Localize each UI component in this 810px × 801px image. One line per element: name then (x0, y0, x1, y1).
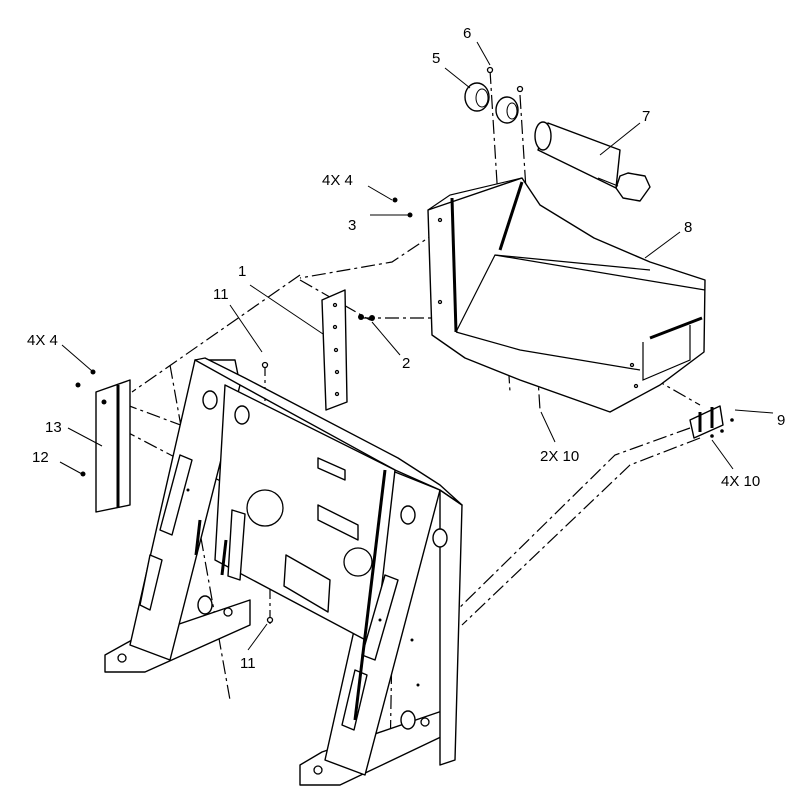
mounting-strip (321, 289, 348, 411)
callout-6: 6 (463, 25, 471, 42)
callout-1: 1 (238, 263, 246, 280)
callout-2: 2 (402, 355, 410, 372)
callout-7: 7 (642, 108, 650, 125)
callout-4-left: 4X 4 (27, 332, 58, 349)
callout-8: 8 (684, 219, 692, 236)
callout-5: 5 (432, 50, 440, 67)
callout-10-right: 4X 10 (721, 473, 760, 490)
callout-13: 13 (45, 419, 62, 436)
bracket-fasteners (358, 197, 413, 321)
callout-9: 9 (777, 412, 785, 429)
side-plate (75, 369, 131, 513)
callout-11-top: 11 (213, 286, 229, 303)
pin-top-right (516, 85, 524, 93)
callout-4-top: 4X 4 (322, 172, 353, 189)
end-cap-left (464, 82, 490, 112)
roller-cylinder (534, 121, 651, 202)
callout-3: 3 (348, 217, 356, 234)
latch-bracket (689, 405, 734, 439)
pin-top-left (486, 66, 494, 74)
callout-12: 12 (32, 449, 49, 466)
end-cap-right (495, 96, 519, 124)
callout-10-middle: 2X 10 (540, 448, 579, 465)
main-frame (104, 357, 463, 786)
leader-lines (59, 41, 774, 651)
callout-11-bottom: 11 (240, 655, 256, 672)
tray-hopper (427, 177, 706, 413)
